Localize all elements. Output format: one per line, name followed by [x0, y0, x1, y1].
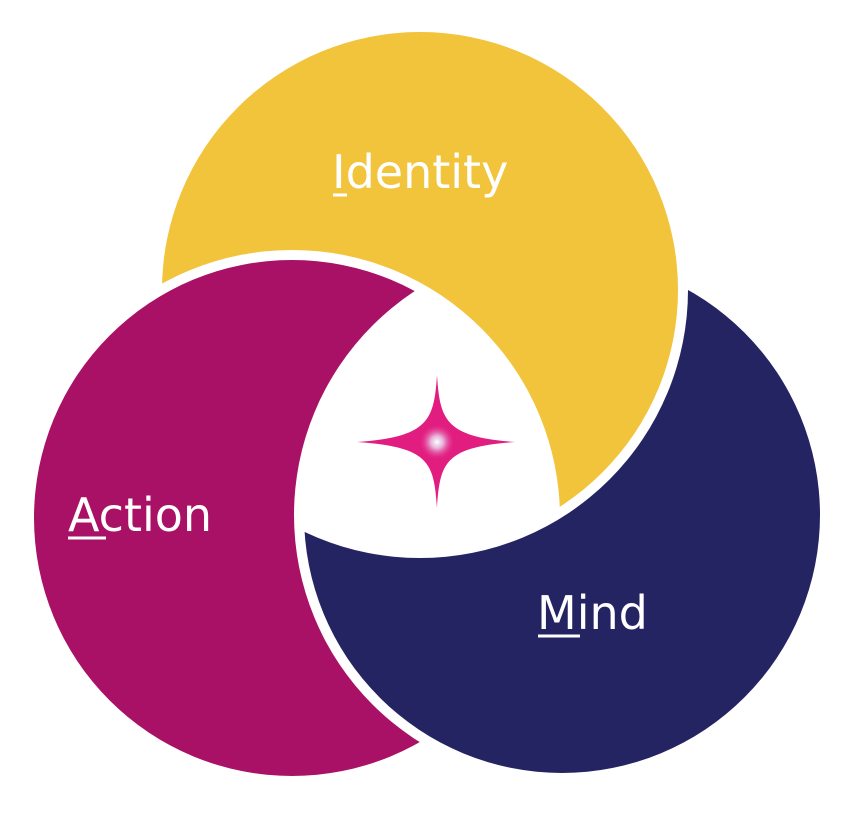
- mind-label: Mind: [537, 586, 648, 640]
- identity-label: Identity: [332, 145, 508, 199]
- action-label: Action: [68, 488, 212, 542]
- sparkle-star-icon: [357, 375, 515, 508]
- mind-circle: [304, 257, 820, 773]
